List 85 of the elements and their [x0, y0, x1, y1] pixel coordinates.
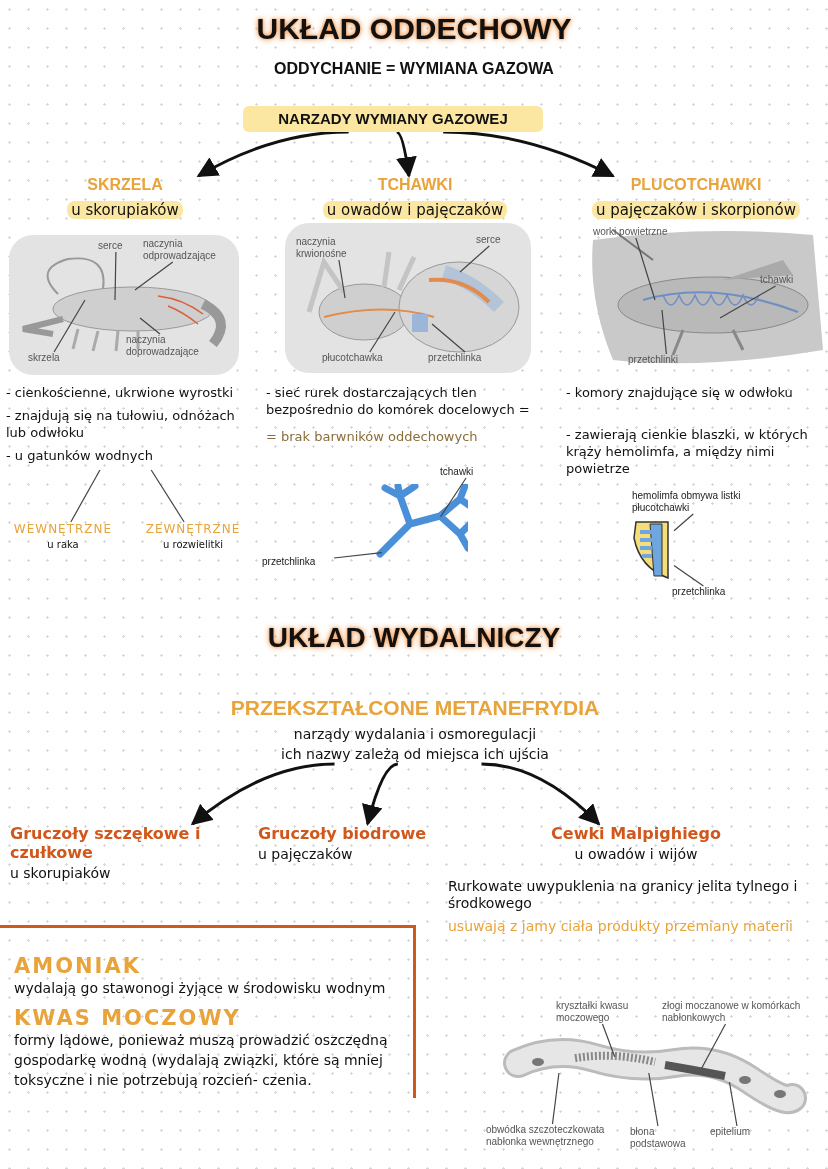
- leader-line: [601, 1023, 616, 1058]
- note-text: usuwają z jamy ciała produkty przemiany materii: [448, 918, 794, 935]
- leader-label: naczynia odprowadzające: [143, 238, 235, 262]
- note-text: - komory znajdujące się w odwłoku: [566, 384, 794, 401]
- leader-line: [369, 311, 396, 353]
- subtitle: u pajęczaków: [258, 846, 354, 862]
- heading-label: NARZADY WYMIANY GAZOWEJ: [243, 106, 543, 132]
- leader-line: [333, 552, 383, 559]
- leader-label: tchawki: [760, 274, 812, 286]
- leader-line: [719, 285, 777, 319]
- arrow: [395, 130, 417, 179]
- leader-line: [439, 477, 467, 518]
- note-text: wydalają go stawonogi żyjące w środowisku wodnym: [14, 979, 387, 998]
- note-text: - u gatunków wodnych: [6, 447, 154, 464]
- leader-line: [139, 317, 161, 335]
- leader-label: złogi moczanowe w komórkach nabłonkowych: [662, 1000, 802, 1024]
- leader-line: [673, 564, 705, 587]
- leader-label: skrzela: [28, 352, 73, 364]
- page-title: UKŁAD ODDECHOWY: [255, 12, 573, 45]
- leader-line: [700, 1023, 727, 1070]
- leader-label: przetchlinka: [672, 586, 752, 598]
- note-panel: [0, 925, 416, 1098]
- leader-line: [134, 261, 174, 291]
- arrow: [481, 762, 601, 826]
- highlighted-text: u pajęczaków i skorpionów: [591, 201, 801, 219]
- leader-label: tchawki: [440, 466, 500, 478]
- note-text: ich nazwy zależą od miejsca ich ujścia: [280, 745, 550, 764]
- leader-label: serce: [98, 240, 134, 252]
- leader-line: [459, 245, 490, 273]
- highlighted-text: u owadów i pajęczaków: [322, 201, 508, 219]
- subtitle: u raka: [46, 539, 80, 550]
- leader-label: przetchlinka: [428, 352, 516, 364]
- leader-label: kryształki kwasu moczowego: [556, 1000, 640, 1024]
- section-title: UKŁAD WYDALNICZY: [266, 622, 562, 654]
- arrow: [190, 762, 335, 826]
- subheading: ODDYCHANIE = WYMIANA GAZOWA: [273, 60, 555, 78]
- leader-line: [673, 513, 694, 532]
- section-heading: Gruczoły szczękowe i czułkowe: [10, 824, 202, 862]
- note-text: - sieć rurek dostarczających tlen bezpośrednio do komórek docelowych =: [266, 384, 531, 418]
- arrow: [362, 762, 399, 827]
- leader-label: przetchlinki: [628, 354, 706, 366]
- connector-line: [70, 469, 101, 523]
- note-text: formy lądowe, ponieważ muszą prowadzić oszczędną gospodarkę wodną (wydalają związki, które są mniej toksyczne i nie potrzebują rozcień- czenia.: [14, 1031, 389, 1090]
- section-heading: Gruczoły biodrowe: [258, 824, 428, 843]
- leader-line: [114, 251, 117, 301]
- category-label: ZEWNĘTRZNE: [144, 522, 242, 536]
- leader-line: [635, 237, 656, 301]
- leader-label: płucotchawka: [322, 352, 410, 364]
- note-text: - zawierają cienkie blaszki, w których krąży hemolimfa, a między nimi powietrze: [566, 426, 809, 477]
- leader-label: epitelium: [710, 1126, 766, 1138]
- section-heading: SKRZELA: [86, 176, 164, 194]
- subtitle: u owadów i wijów: [573, 846, 699, 862]
- section-heading: AMONIAK: [14, 954, 142, 978]
- section-heading: TCHAWKI: [376, 176, 454, 194]
- note-text: - znajdują się na tułowiu, odnóżach lub odwłoku: [6, 407, 236, 441]
- note-text: Rurkowate uwypuklenia na granicy jelita tylnego i środkowego: [448, 878, 799, 912]
- leader-label: obwódka szczoteczkowata nabłonka wewnętrznego: [486, 1124, 616, 1148]
- highlighted-text: u skorupiaków: [67, 201, 183, 219]
- leader-line: [551, 1072, 560, 1125]
- leader-label: naczynia krwionośne: [296, 236, 378, 260]
- category-label: WEWNĘTRZNE: [12, 522, 114, 536]
- connector-line: [150, 469, 185, 523]
- arrow: [443, 130, 615, 178]
- section-heading: KWAS MOCZOWY: [14, 1006, 242, 1030]
- leader-label: naczynia doprowadzające: [126, 334, 224, 358]
- subtitle: u rozwielitki: [162, 539, 224, 550]
- note-text: = brak barwników oddechowych: [266, 428, 479, 445]
- section-heading: Cewki Malpighiego: [550, 824, 722, 843]
- section-heading: PRZEKSZTAŁCONE METANEFRYDIA: [229, 696, 601, 720]
- leader-line: [661, 309, 667, 355]
- leader-line: [431, 323, 466, 353]
- leader-label: hemolimfa obmywa listki płucotchawki: [632, 490, 782, 514]
- leader-line: [728, 1081, 738, 1127]
- note-text: narządy wydalania i osmoregulacji: [292, 725, 538, 744]
- leader-line: [648, 1072, 659, 1127]
- leader-line: [53, 299, 86, 353]
- leader-label: przetchlinka: [262, 556, 334, 568]
- section-heading: PLUCOTCHAWKI: [629, 176, 763, 194]
- leader-line: [338, 259, 346, 299]
- leader-label: serce: [476, 234, 516, 246]
- subtitle: u skorupiaków: [10, 865, 112, 881]
- arrow: [196, 130, 349, 178]
- leader-label: worki powietrzne: [593, 226, 675, 238]
- note-text: - cienkościenne, ukrwione wyrostki: [6, 384, 235, 401]
- leader-label: błona podstawowa: [630, 1126, 690, 1150]
